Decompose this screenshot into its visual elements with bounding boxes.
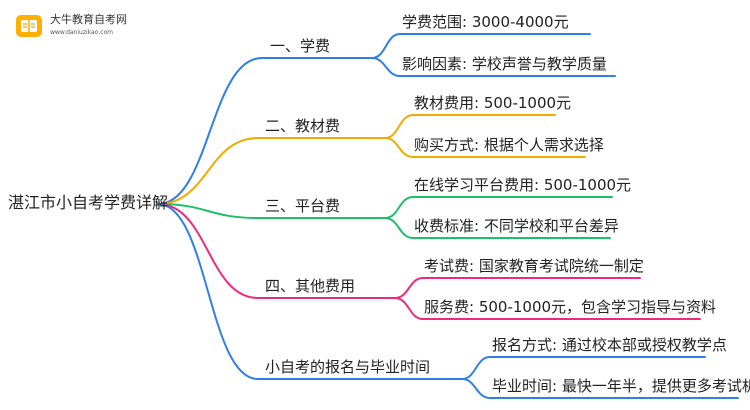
branch-label: 三、平台费	[265, 197, 341, 215]
leaf-label: 报名方式: 通过校本部或授权教学点	[492, 336, 727, 354]
branch-label: 四、其他费用	[265, 277, 356, 295]
leaf-connector	[371, 57, 616, 77]
leaf-connector	[394, 297, 701, 320]
branch-connector	[157, 137, 386, 205]
mindmap-root: 湛江市小自考学费详解	[8, 193, 169, 212]
site-logo: 大牛教育自考网 www.daniuzikao.com	[8, 8, 148, 42]
branch-connector	[157, 57, 373, 205]
logo-url: www.daniuzikao.com	[50, 29, 113, 36]
logo-title: 大牛教育自考网	[50, 13, 127, 26]
branch-label: 一、学费	[270, 37, 331, 55]
leaf-label: 考试费: 国家教育考试院统一制定	[424, 257, 644, 275]
leaf-label: 毕业时间: 最快一年半，提供更多考试机会	[492, 377, 750, 395]
leaf-connector	[384, 217, 611, 239]
leaf-label: 购买方式: 根据个人需求选择	[414, 136, 604, 154]
leaf-connector	[461, 378, 739, 399]
leaf-connector	[371, 33, 591, 59]
branch-label: 小自考的报名与毕业时间	[265, 358, 431, 376]
leaf-label: 影响因素: 学校声誉与教学质量	[402, 55, 607, 73]
leaf-connector	[384, 137, 586, 158]
branch-label: 二、教材费	[265, 117, 341, 135]
branch-connector	[157, 203, 463, 380]
leaf-label: 在线学习平台费用: 500-1000元	[414, 176, 632, 194]
leaf-label: 学费范围: 3000-4000元	[402, 13, 569, 31]
branch-connector	[157, 203, 386, 219]
branch-connector	[157, 203, 396, 299]
leaf-connector	[461, 356, 706, 380]
leaf-connector	[384, 114, 556, 139]
leaf-connector	[394, 277, 641, 299]
leaf-connector	[384, 196, 613, 219]
leaf-label: 教材费用: 500-1000元	[414, 94, 572, 112]
leaf-label: 服务费: 500-1000元，包含学习指导与资料	[424, 298, 717, 316]
leaf-label: 收费标准: 不同学校和平台差异	[414, 217, 619, 235]
book-logo-icon	[16, 15, 42, 37]
